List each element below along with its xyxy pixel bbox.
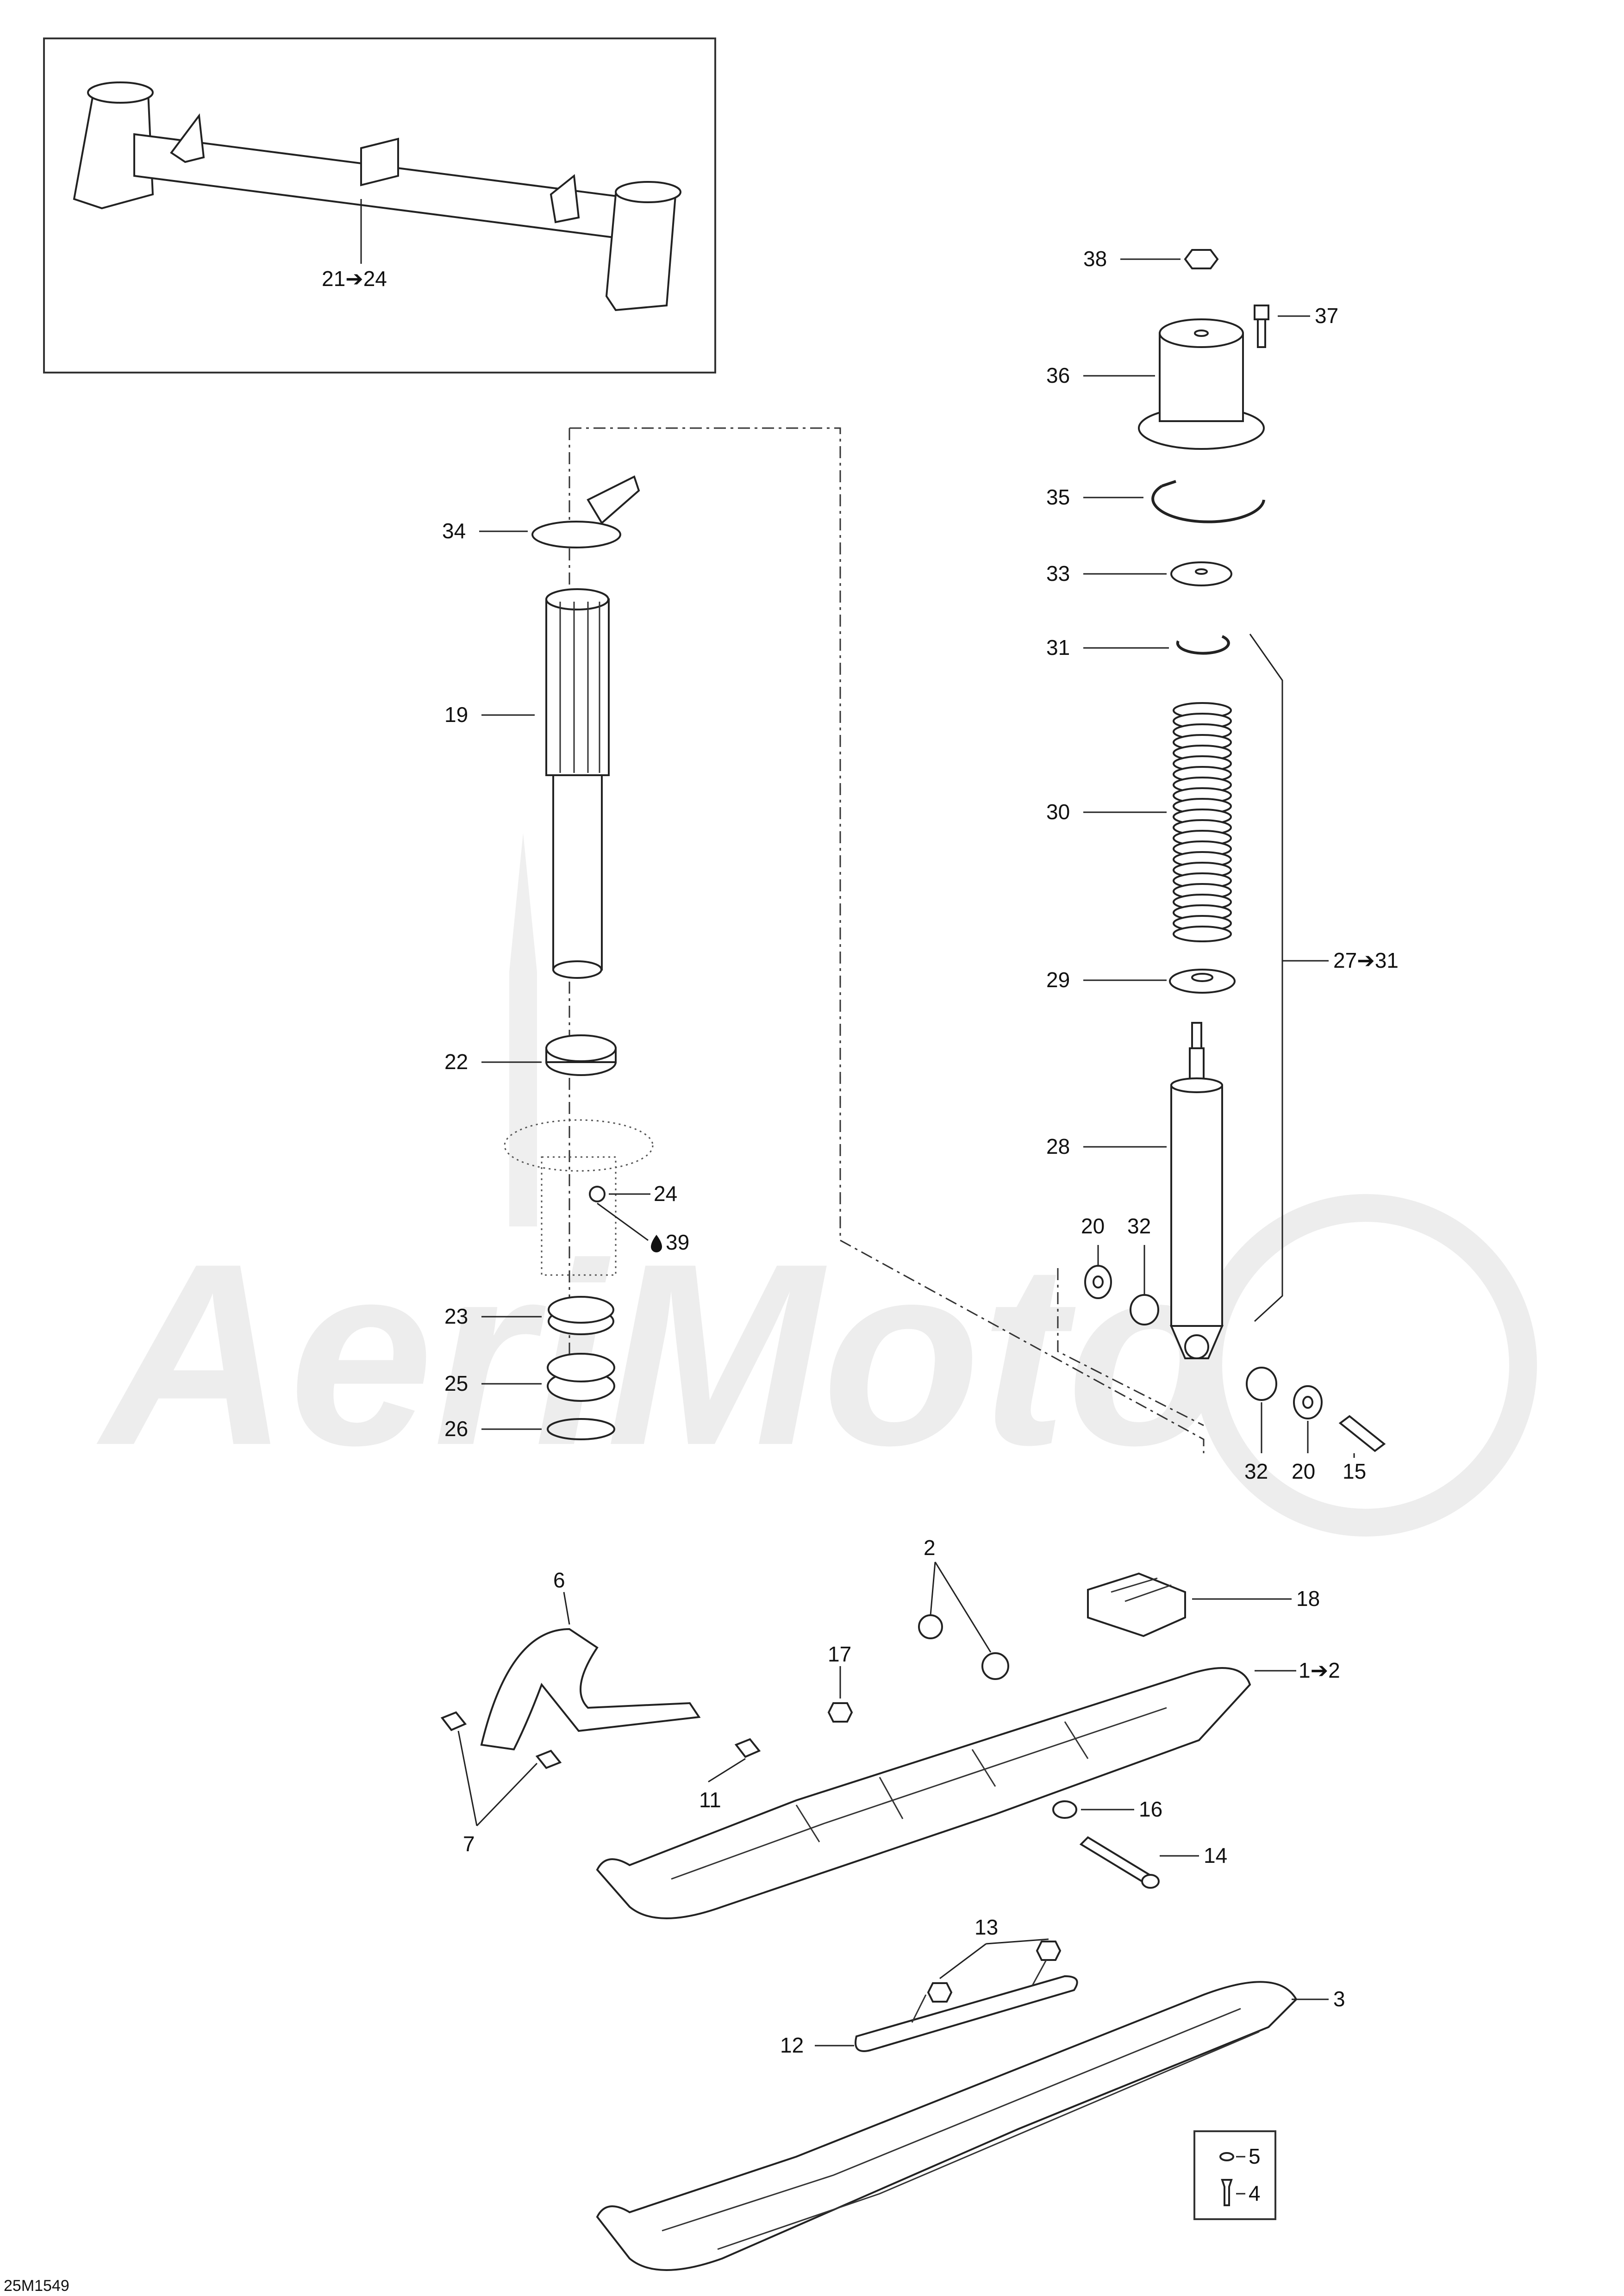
screws-7 — [440, 1711, 562, 1827]
nuts-13 — [927, 1938, 1062, 2003]
callout-32-bottom: 32 — [1244, 1459, 1268, 1483]
callout-4: 4 — [1249, 2181, 1261, 2205]
callout-18: 18 — [1296, 1587, 1320, 1611]
spring-coil — [1173, 926, 1232, 942]
washer-33 — [1170, 561, 1232, 586]
front-frame-crossmember — [73, 81, 681, 311]
callout-33: 33 — [1046, 561, 1070, 585]
lubricant-drop-icon — [651, 1235, 662, 1252]
callout-38: 38 — [1083, 247, 1107, 271]
callout-24: 24 — [654, 1182, 677, 1206]
callout-6: 6 — [553, 1568, 565, 1592]
nut-38 — [1184, 249, 1219, 269]
callout-30: 30 — [1046, 800, 1070, 824]
group-bracket-27-31 — [1249, 634, 1283, 1322]
callout-11: 11 — [699, 1788, 721, 1812]
callout-25: 25 — [444, 1371, 468, 1395]
wear-pad-18 — [1087, 1572, 1186, 1637]
callout-32-top: 32 — [1127, 1214, 1151, 1238]
bolt-14 — [1079, 1836, 1160, 1889]
callout-3: 3 — [1333, 1987, 1345, 2011]
assembly-path-line — [569, 427, 1205, 1453]
nut-24 — [589, 1186, 606, 1202]
callout-15: 15 — [1343, 1459, 1366, 1483]
bushing-23 — [548, 1296, 614, 1335]
bushing-32-left — [1130, 1294, 1159, 1325]
nut-17 — [827, 1702, 853, 1723]
drawing-code: 25M1549 — [4, 2277, 69, 2295]
callout-36: 36 — [1046, 363, 1070, 387]
callout-26: 26 — [444, 1417, 468, 1441]
frame-inset-box — [43, 37, 716, 373]
callout-21-24: 21➔24 — [322, 267, 387, 291]
callout-37: 37 — [1315, 304, 1338, 328]
callout-14: 14 — [1204, 1843, 1227, 1867]
ski-3 — [596, 1981, 1298, 2271]
watermark: AeriMoto — [94, 833, 1537, 1537]
retaining-ring-35 — [1151, 480, 1265, 523]
small-parts-box — [1193, 2130, 1276, 2220]
ski-1-2 — [596, 1667, 1251, 1919]
screw-11 — [708, 1738, 761, 1783]
callout-35: 35 — [1046, 485, 1070, 509]
callout-23: 23 — [444, 1304, 468, 1328]
callout-17: 17 — [828, 1642, 851, 1666]
washer-20-right — [1293, 1385, 1323, 1419]
callout-28: 28 — [1046, 1134, 1070, 1158]
bushing-25 — [547, 1353, 615, 1402]
callout-20-bottom: 20 — [1292, 1459, 1315, 1483]
callout-31: 31 — [1046, 635, 1070, 660]
watermark-text: AeriMoto — [94, 1209, 1225, 1499]
spring-retainer-31 — [1176, 635, 1230, 655]
callout-27-31: 27➔31 — [1333, 948, 1399, 972]
bushing-22 — [545, 1034, 617, 1076]
callout-29: 29 — [1046, 968, 1070, 992]
washer-20-left — [1084, 1265, 1112, 1299]
callout-39: 39 — [666, 1230, 689, 1254]
callout-16: 16 — [1139, 1797, 1162, 1821]
bushing-32-right — [1246, 1367, 1277, 1401]
spring-seat-29 — [1169, 969, 1236, 994]
callout-13: 13 — [974, 1915, 998, 1939]
bolt-37 — [1254, 305, 1269, 348]
callout-1-2: 1➔2 — [1299, 1658, 1340, 1682]
callout-34: 34 — [442, 519, 466, 543]
washer-16 — [1052, 1800, 1077, 1819]
circlip-26 — [547, 1418, 615, 1440]
callout-5: 5 — [1249, 2144, 1261, 2168]
spring-30 — [1173, 702, 1232, 942]
frame-housing-phantom — [504, 1119, 654, 1276]
pin-15 — [1338, 1415, 1386, 1452]
callout-12: 12 — [780, 2033, 804, 2057]
spindle-19 — [545, 588, 610, 979]
bushings-2 — [918, 1562, 1009, 1680]
callout-20-top: 20 — [1081, 1214, 1105, 1238]
steering-arm-34 — [531, 475, 640, 548]
callout-7: 7 — [463, 1832, 475, 1856]
handle-6 — [480, 1628, 701, 1751]
callout-22: 22 — [444, 1050, 468, 1074]
assembly-path-line-2 — [1057, 1268, 1204, 1426]
callout-19: 19 — [444, 703, 468, 727]
runner-12 — [855, 1960, 1078, 2052]
callout-2: 2 — [924, 1536, 936, 1560]
upper-mount-36 — [1138, 318, 1265, 450]
shock-absorber-28 — [1169, 1022, 1224, 1359]
